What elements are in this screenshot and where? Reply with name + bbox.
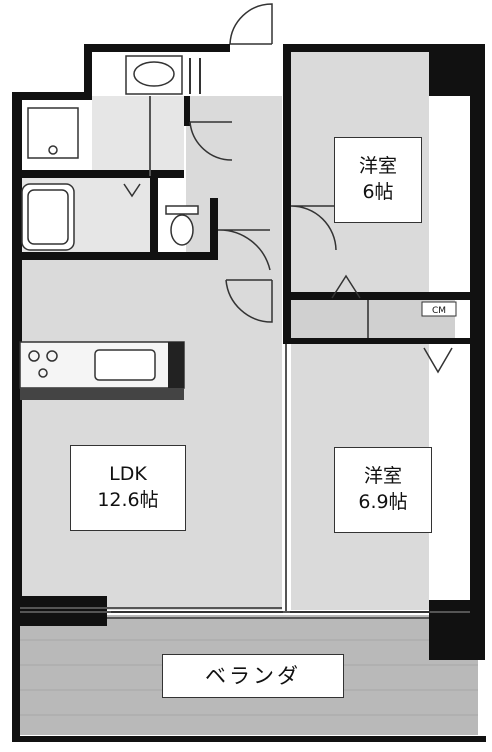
wall-upper-left xyxy=(12,92,92,100)
ldk-floor xyxy=(20,258,282,610)
kitchen-counter xyxy=(19,341,185,400)
entrance-door xyxy=(229,3,273,45)
window-lines xyxy=(111,58,430,613)
wall-top-bedroom xyxy=(285,44,485,52)
walls xyxy=(12,44,486,742)
bedroom-lower-label: 洋室 6.9帖 xyxy=(334,447,432,533)
hall-floor xyxy=(186,96,282,266)
wc-door xyxy=(217,229,271,271)
bedroom-upper-label: 洋室 6帖 xyxy=(334,137,422,223)
balcony-label: ベランダ xyxy=(162,654,344,698)
wall-wc-right xyxy=(210,198,218,260)
storage-tag: CM xyxy=(432,306,446,316)
laundry-mark xyxy=(123,183,141,198)
bedroom-lower-closet-mark xyxy=(423,347,453,374)
bedroom-lower-size: 6.9帖 xyxy=(358,491,408,513)
counter-edge xyxy=(20,388,184,400)
bathtub-inner xyxy=(27,189,69,245)
wall-wc-left xyxy=(150,178,158,260)
kitchen-sink xyxy=(94,349,156,381)
wall-left-bottom xyxy=(12,736,486,742)
bedroom-upper-size: 6帖 xyxy=(362,181,394,203)
ldk-label: LDK 12.6帖 xyxy=(70,445,186,531)
bath-fixtures xyxy=(21,55,199,251)
wall-hall-divider xyxy=(184,96,190,126)
ldk-name: LDK xyxy=(109,463,147,486)
wall-right-edge xyxy=(470,44,485,624)
balcony-name: ベランダ xyxy=(205,663,301,688)
shower-drain xyxy=(48,145,58,155)
wall-closet-bottom xyxy=(283,338,473,344)
fridge-wall xyxy=(168,342,184,388)
wall-left xyxy=(12,92,22,622)
bedroom-upper-name: 洋室 xyxy=(358,155,397,178)
toilet-bowl xyxy=(170,214,194,246)
bedroom-lower-name: 洋室 xyxy=(363,465,402,488)
wall-top-door-gap xyxy=(224,44,230,52)
wall-bath-top xyxy=(12,170,184,178)
ldk-size: 12.6帖 xyxy=(97,489,159,511)
toilet-tank xyxy=(165,205,199,215)
bedroom-upper-closet-mark xyxy=(331,274,361,299)
stove-burner-2 xyxy=(46,350,58,362)
bedroom-upper-door xyxy=(290,205,337,251)
washroom-floor xyxy=(92,96,184,176)
wash-basin xyxy=(133,61,175,87)
wall-balcony-left xyxy=(12,615,20,742)
ldk-door xyxy=(225,279,273,323)
storage-tag-box xyxy=(421,301,457,317)
stove-burner-1 xyxy=(28,350,40,362)
washroom-door xyxy=(189,121,233,161)
wall-bath-bottom xyxy=(12,252,217,260)
stove-burner-3 xyxy=(38,368,48,378)
wall-bedroom-divider-upper xyxy=(283,44,291,344)
door-swings xyxy=(189,3,453,374)
wall-bedrooms-middle xyxy=(283,292,473,300)
wall-left-step xyxy=(84,44,92,100)
wall-right-pillar-low xyxy=(429,600,485,660)
wall-top-left xyxy=(84,44,224,52)
